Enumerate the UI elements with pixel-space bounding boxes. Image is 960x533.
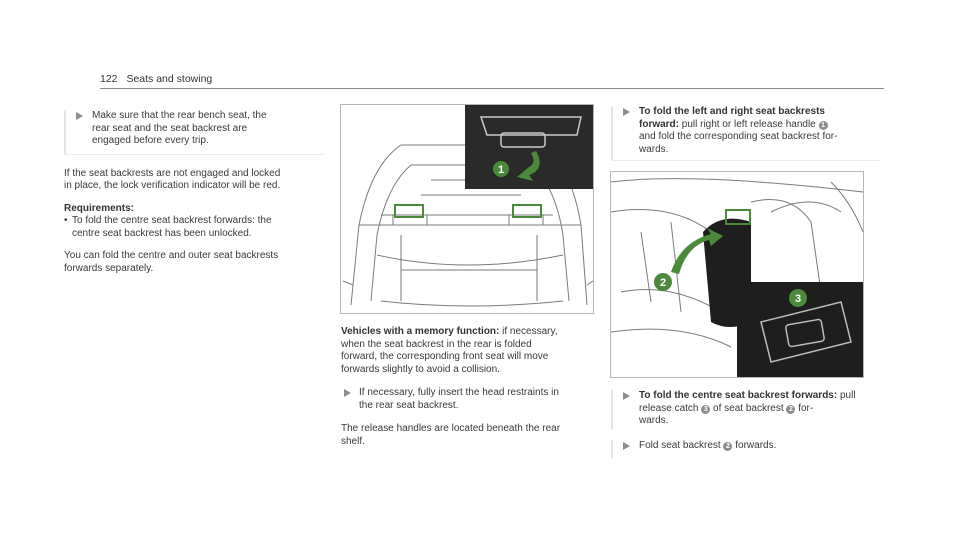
fold-arrow-icon: [671, 228, 723, 274]
text-line: forwards separately.: [64, 262, 154, 274]
text-line: If the seat backrests are not engaged an…: [64, 167, 281, 179]
figure-rear-seat-backrest: 2 3: [610, 171, 864, 378]
text-line: and fold the corresponding seat backrest…: [639, 131, 838, 142]
figure-trunk-release-handles: 1: [340, 104, 594, 314]
triangle-bullet-icon: [344, 389, 351, 397]
release-catch-highlight: [725, 209, 751, 225]
text-line: The release handles are located beneath …: [341, 423, 561, 434]
column-1: Make sure that the rear bench seat, the …: [64, 110, 324, 275]
step-insert-head-restraints: If necessary, fully insert the head rest…: [341, 387, 603, 412]
step-heading-line: forward:: [639, 118, 679, 130]
text-line: for-: [795, 402, 814, 414]
safety-note: Make sure that the rear bench seat, the …: [64, 110, 324, 155]
triangle-bullet-icon: [623, 108, 630, 116]
arrow-icon: [517, 151, 540, 181]
text-line: wards.: [639, 143, 669, 155]
header-rule: [100, 88, 884, 89]
memory-function-paragraph: Vehicles with a memory function: if nece…: [341, 326, 603, 376]
section-title: Seats and stowing: [126, 73, 213, 85]
column-3-steps: To fold the centre seat backrest forward…: [611, 390, 881, 458]
text-line: release catch: [639, 402, 702, 414]
step-fold-backrest-2: Fold seat backrest 2 forwards.: [611, 439, 881, 458]
note-line: Make sure that the rear bench seat, the: [92, 110, 267, 121]
figure-callout-2: 2: [660, 277, 666, 289]
text-line: If necessary, fully insert the head rest…: [359, 387, 559, 398]
text-line: in place, the lock verification indicato…: [64, 180, 281, 191]
text-line: centre seat backrest has been unlocked.: [72, 227, 252, 239]
text-line: pull right or left release handle: [679, 118, 819, 130]
page-header: 122 Seats and stowing: [100, 73, 212, 85]
text-line: forwards slightly to avoid a collision.: [341, 363, 500, 375]
requirements-block: Requirements: To fold the centre seat ba…: [64, 203, 324, 241]
text-line: the rear seat backrest.: [359, 399, 459, 411]
page-number: 122: [100, 73, 118, 85]
callout-3: 3: [701, 404, 711, 414]
note-line: rear seat and the seat backrest are: [92, 122, 248, 134]
paragraph-fold-separately: You can fold the centre and outer seat b…: [64, 250, 324, 275]
paragraph-release-handles: The release handles are located beneath …: [341, 423, 603, 448]
highlight-handles: [394, 204, 542, 218]
paragraph-lock-indicator: If the seat backrests are not engaged an…: [64, 168, 324, 193]
step-fold-outer-backrests: To fold the left and right seat backrest…: [611, 106, 881, 161]
trunk-illustration: 1: [342, 105, 594, 307]
text-line: pull: [837, 390, 856, 401]
figure-callout-1: 1: [498, 164, 504, 176]
text-line: shelf.: [341, 435, 365, 447]
callout-1: 1: [818, 120, 828, 130]
triangle-bullet-icon: [623, 441, 630, 450]
text-line: forwards.: [732, 439, 777, 451]
triangle-bullet-icon: [623, 392, 630, 400]
figure-callout-3: 3: [795, 293, 801, 305]
step-fold-centre-backrest: To fold the centre seat backrest forward…: [611, 390, 881, 430]
note-line: engaged before every trip.: [92, 135, 209, 146]
requirement-item: To fold the centre seat backrest forward…: [64, 215, 324, 240]
text-line: when the seat backrest in the rear is fo…: [341, 338, 532, 350]
callout-2: 2: [723, 441, 733, 451]
step-heading: To fold the centre seat backrest forward…: [639, 390, 838, 401]
text-line: forward, the corresponding front seat wi…: [341, 351, 549, 362]
text-line: You can fold the centre and outer seat b…: [64, 250, 279, 261]
text-line: To fold the centre seat backrest forward…: [72, 215, 272, 226]
memory-heading: Vehicles with a memory function:: [341, 326, 500, 337]
column-2-text: Vehicles with a memory function: if nece…: [341, 326, 603, 448]
step-heading-line: To fold the left and right seat backrest…: [639, 106, 825, 117]
rear-seat-illustration: 2 3: [610, 178, 864, 377]
text-line: wards.: [639, 415, 669, 426]
text-line: of seat backrest: [710, 402, 787, 414]
triangle-bullet-icon: [76, 112, 83, 120]
text-line: Fold seat backrest: [639, 439, 724, 451]
requirements-heading: Requirements:: [64, 202, 135, 214]
column-3-step-1: To fold the left and right seat backrest…: [611, 106, 881, 161]
callout-2: 2: [786, 404, 796, 414]
text-line: if necessary,: [499, 326, 558, 337]
